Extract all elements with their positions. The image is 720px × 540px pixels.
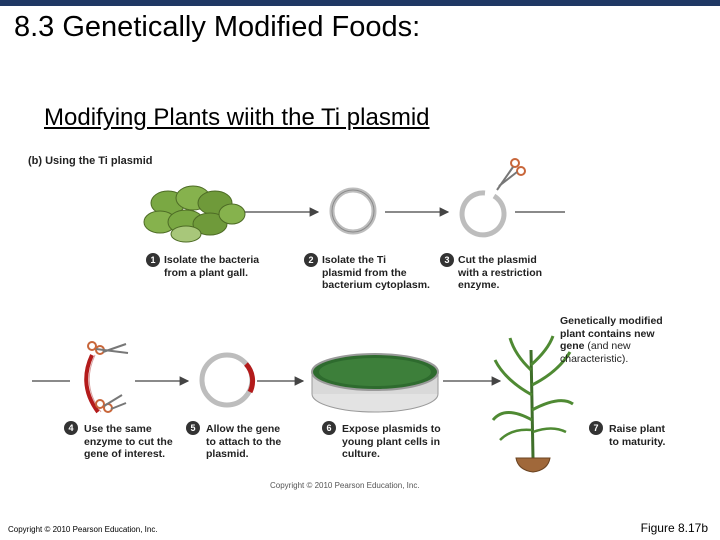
footer-copyright: Copyright © 2010 Pearson Education, Inc.: [8, 525, 158, 534]
step-5-number: 5: [186, 421, 200, 435]
scissors-icon-bottom: [95, 394, 127, 413]
slide-title: 8.3 Genetically Modified Foods:: [14, 11, 421, 43]
gene-fragment-illustration: [84, 354, 102, 414]
diagram-copyright: Copyright © 2010 Pearson Education, Inc.: [270, 481, 420, 490]
callout-rest: (and new characteristic).: [560, 340, 631, 365]
header-bar: [0, 0, 720, 6]
step-1-number: 1: [146, 253, 160, 267]
cut-plasmid-ring: [459, 190, 507, 238]
step-3-number: 3: [440, 253, 454, 267]
slide-subtitle: Modifying Plants wiith the Ti plasmid: [44, 104, 430, 131]
step-2-text: Isolate the Ti plasmid from the bacteriu…: [322, 254, 430, 291]
step-7-number: 7: [589, 421, 603, 435]
step-1-text: Isolate the bacteria from a plant gall.: [164, 254, 260, 279]
scissors-icon: [496, 158, 526, 191]
scissors-icon-top: [87, 341, 129, 355]
step-6-text: Expose plasmids to young plant cells in …: [342, 423, 441, 460]
panel-label: (b) Using the Ti plasmid: [28, 155, 153, 167]
ti-plasmid-ring-outline: [331, 189, 375, 233]
mature-plant-illustration: [491, 335, 574, 473]
callout-bold: Genetically modified plant contains new …: [560, 315, 663, 352]
bacteria-cluster-illustration: [143, 185, 246, 243]
callout-text: Genetically modified plant contains new …: [560, 315, 663, 365]
step-2-number: 2: [304, 253, 318, 267]
step-5-text: Allow the gene to attach to the plasmid.: [206, 423, 282, 460]
petri-dish-illustration: [311, 353, 439, 413]
step-4-number: 4: [64, 421, 78, 435]
step-4-text: Use the same enzyme to cut the gene of i…: [84, 423, 173, 460]
recombinant-plasmid-ring: [199, 352, 256, 408]
figure-label: Figure 8.17b: [640, 521, 708, 535]
step-6-number: 6: [322, 421, 336, 435]
step-7-text: Raise plant to maturity.: [609, 423, 666, 448]
step-3-text: Cut the plasmid with a restriction enzym…: [458, 254, 543, 291]
